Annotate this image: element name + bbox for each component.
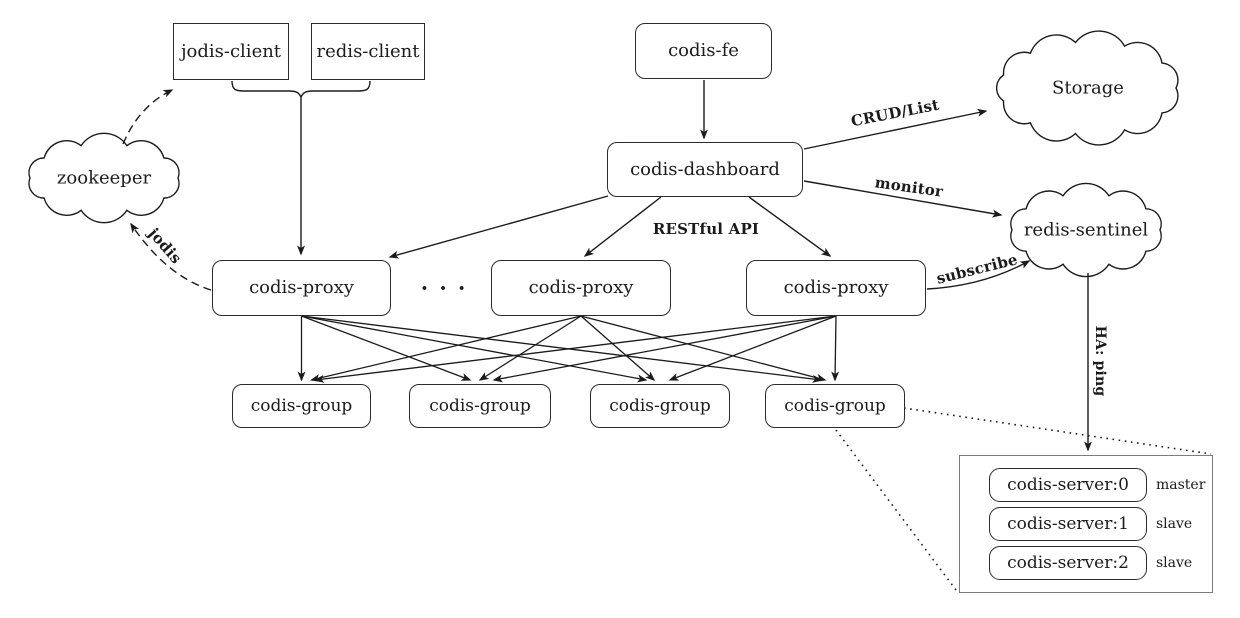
codis-server-1-label: codis-server:1 (1007, 513, 1129, 534)
edge-dashboard-to-proxy2 (583, 196, 662, 257)
edge-proxy2-group1 (310, 315, 582, 382)
codis-group-1-node: codis-group (232, 384, 371, 428)
redis-client-node: redis-client (311, 23, 425, 80)
edge-proxy3-subscribe-sentinel (926, 260, 1031, 290)
codis-dashboard-label: codis-dashboard (630, 158, 780, 180)
storage-cloud-shape (995, 30, 1179, 146)
redis-sentinel-cloud-shape (1010, 182, 1162, 278)
codis-server-2-label: codis-server:2 (1007, 552, 1129, 573)
codis-fe-label: codis-fe (668, 40, 739, 61)
codis-group-4-label: codis-group (784, 395, 886, 416)
edge-proxy1-group3 (301, 315, 648, 383)
edge-dashboard-to-proxy3 (748, 196, 832, 257)
codis-dashboard-node: codis-dashboard (607, 142, 803, 197)
storage-cloud-label: Storage (1052, 77, 1124, 99)
codis-group-3-node: codis-group (590, 384, 730, 428)
codis-group-1-label: codis-group (250, 395, 353, 416)
edge-proxy3-group3 (668, 315, 837, 381)
codis-group-4-node: codis-group (765, 384, 905, 428)
codis-proxy-1-label: codis-proxy (249, 277, 354, 298)
codis-proxy-1-node: codis-proxy (212, 260, 391, 316)
dotted-group4-to-frame-bottom (835, 429, 957, 591)
edge-dashboard-to-proxy1 (388, 195, 609, 259)
clients-underbrace (231, 80, 371, 99)
edge-proxy3-group4 (831, 315, 840, 382)
codis-proxy-2-label: codis-proxy (528, 277, 634, 298)
codis-server-0-role: master (1156, 477, 1206, 493)
codis-group-3-label: codis-group (609, 395, 711, 416)
codis-group-2-node: codis-group (409, 384, 551, 428)
codis-proxy-3-label: codis-proxy (783, 277, 889, 298)
codis-server-2-node: codis-server:2 (989, 546, 1147, 580)
codis-server-1-node: codis-server:1 (989, 507, 1147, 541)
dotted-group4-to-frame-top (903, 407, 1212, 455)
edge-dashboard-to-storage (803, 108, 988, 150)
edge-proxy2-group2 (478, 315, 582, 381)
redis-sentinel-cloud-label: redis-sentinel (1023, 219, 1149, 241)
codis-proxy-2-node: codis-proxy (491, 260, 671, 316)
edge-proxy1-group4 (301, 315, 823, 383)
codis-fe-node: codis-fe (635, 23, 772, 79)
edge-proxy1-group2 (301, 315, 472, 381)
codis-server-1-role: slave (1156, 516, 1193, 532)
zookeeper-cloud-label: zookeeper (56, 167, 152, 189)
restful-api-edge-label: RESTful API (652, 220, 760, 238)
edge-proxy3-group2 (492, 315, 837, 383)
proxies-ellipsis: · · · (420, 275, 468, 301)
edge-dashboard-to-sentinel (803, 180, 1003, 218)
codis-proxy-3-node: codis-proxy (746, 260, 926, 316)
edge-proxy1-jodis-zookeeper (130, 222, 212, 291)
jodis-client-node: jodis-client (173, 23, 289, 80)
ha-ping-edge-label: HA: ping (1092, 325, 1108, 397)
edge-proxy2-group4 (580, 315, 827, 382)
edge-proxy3-group1 (314, 315, 837, 383)
jodis-client-label: jodis-client (180, 40, 282, 62)
edge-proxy2-group3 (580, 315, 656, 381)
codis-server-0-label: codis-server:0 (1007, 474, 1129, 495)
redis-client-label: redis-client (316, 40, 420, 62)
zookeeper-cloud-shape (28, 132, 180, 224)
codis-server-0-node: codis-server:0 (989, 468, 1147, 502)
codis-group-2-label: codis-group (429, 395, 531, 416)
codis-server-2-role: slave (1156, 555, 1193, 571)
edge-zookeeper-to-jodis-client (122, 89, 174, 145)
